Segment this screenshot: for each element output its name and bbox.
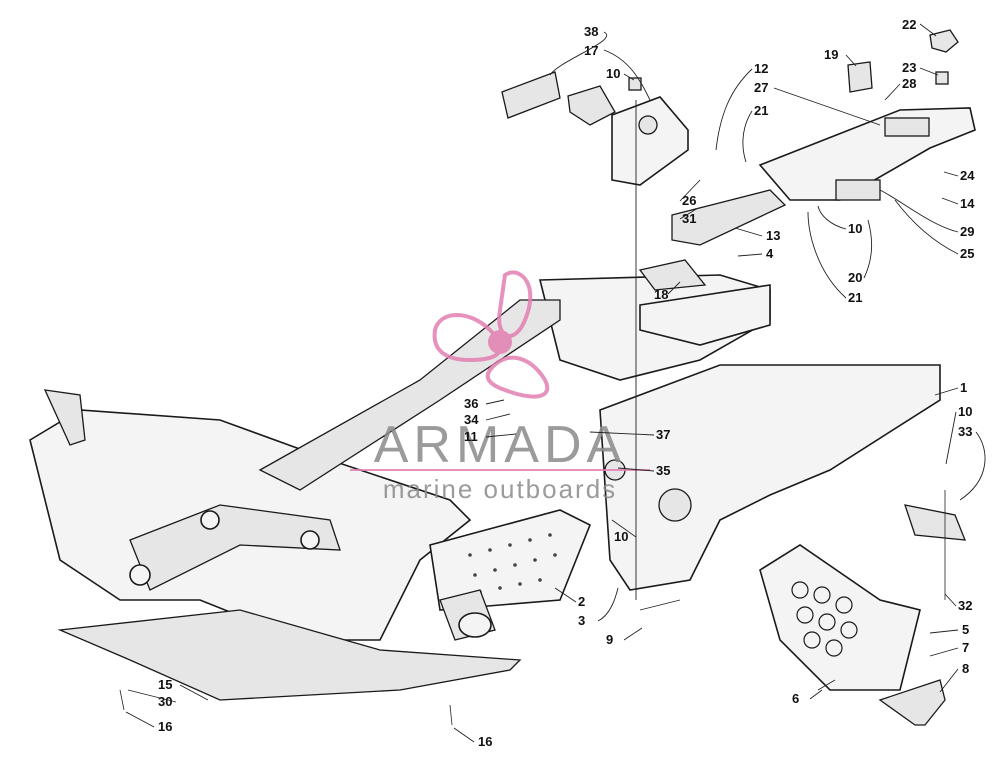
part-mount-bracket-17: [611, 96, 689, 186]
callout-11: 11: [464, 429, 478, 444]
callout-8: 8: [962, 661, 969, 676]
part-knob-22: [929, 29, 959, 53]
part-belly-pan: [57, 609, 522, 701]
callout-16: 16: [158, 719, 172, 734]
part-upper-bulkhead: [639, 284, 771, 346]
propeller-hub: [488, 330, 512, 354]
skid-plate-holes: [791, 581, 858, 657]
part-grommet-23: [935, 71, 949, 85]
callout-35: 35: [656, 463, 670, 478]
part-frame-rail: [258, 299, 561, 491]
callout-10: 10: [614, 529, 628, 544]
part-step-bracket-33: [904, 504, 967, 541]
callout-20: 20: [848, 270, 862, 285]
callout-5: 5: [962, 622, 969, 637]
pivot-bushing: [129, 564, 151, 586]
callout-15: 15: [158, 677, 172, 692]
callout-23: 23: [902, 60, 916, 75]
part-front-arm: [43, 389, 86, 446]
callout-1: 1: [960, 380, 967, 395]
part-bolt-16b: [449, 704, 453, 726]
callout-9: 9: [606, 632, 613, 647]
callout-33: 33: [958, 424, 972, 439]
callout-27: 27: [754, 80, 768, 95]
callout-19: 19: [824, 47, 838, 62]
watermark-tagline: marine outboards: [383, 474, 617, 504]
callout-labels: 38 17 10 12 27 21 19 22 23 28 26 31 13 4…: [158, 17, 975, 749]
callout-10: 10: [606, 66, 620, 81]
part-bolt-9: [639, 599, 681, 611]
part-brace-13: [671, 189, 787, 246]
callout-17: 17: [584, 43, 598, 58]
callout-30: 30: [158, 694, 172, 709]
callout-21: 21: [848, 290, 862, 305]
callout-18: 18: [654, 287, 668, 302]
pivot-bushing: [300, 530, 320, 550]
callout-32: 32: [958, 598, 972, 613]
callout-22: 22: [902, 17, 916, 32]
watermark-logo: ARMADA marine outboards: [350, 270, 650, 504]
part-bolt-16a: [119, 689, 125, 711]
callout-36: 36: [464, 396, 478, 411]
callout-3: 3: [578, 613, 585, 628]
callout-12: 12: [754, 61, 768, 76]
part-plate-18: [638, 259, 707, 291]
part-decal-27: [884, 117, 930, 137]
pivot-bushing: [200, 510, 220, 530]
callout-29: 29: [960, 224, 974, 239]
parts-drawing: [29, 29, 976, 726]
callout-10: 10: [958, 404, 972, 419]
callout-13: 13: [766, 228, 780, 243]
callout-25: 25: [960, 246, 974, 261]
callout-10: 10: [848, 221, 862, 236]
part-knob-bracket: [567, 85, 616, 126]
callout-34: 34: [464, 412, 479, 427]
callout-26: 26: [682, 193, 696, 208]
bracket-hole: [638, 115, 658, 135]
part-skid-plate: [759, 544, 921, 691]
callout-14: 14: [960, 196, 975, 211]
part-clip-19: [847, 61, 873, 93]
part-rivet-6: [817, 679, 836, 691]
callout-24: 24: [960, 168, 975, 183]
callout-21: 21: [754, 103, 768, 118]
watermark-brand: ARMADA: [374, 416, 626, 474]
part-chassis-right-plate: [599, 364, 941, 591]
tube-end: [458, 612, 492, 638]
part-decal-29: [835, 179, 881, 201]
callout-4: 4: [766, 246, 774, 261]
callout-28: 28: [902, 76, 916, 91]
part-gusset-plate-38: [501, 71, 561, 119]
callout-31: 31: [682, 211, 696, 226]
part-foot-pedal-8: [878, 679, 946, 726]
part-suspension-link: [129, 504, 341, 591]
callout-16: 16: [478, 734, 492, 749]
callout-38: 38: [584, 24, 598, 39]
chassis-hole: [658, 488, 692, 522]
callout-6: 6: [792, 691, 799, 706]
leader-lines: [125, 23, 986, 743]
callout-7: 7: [962, 640, 969, 655]
callout-37: 37: [656, 427, 670, 442]
callout-2: 2: [578, 594, 585, 609]
